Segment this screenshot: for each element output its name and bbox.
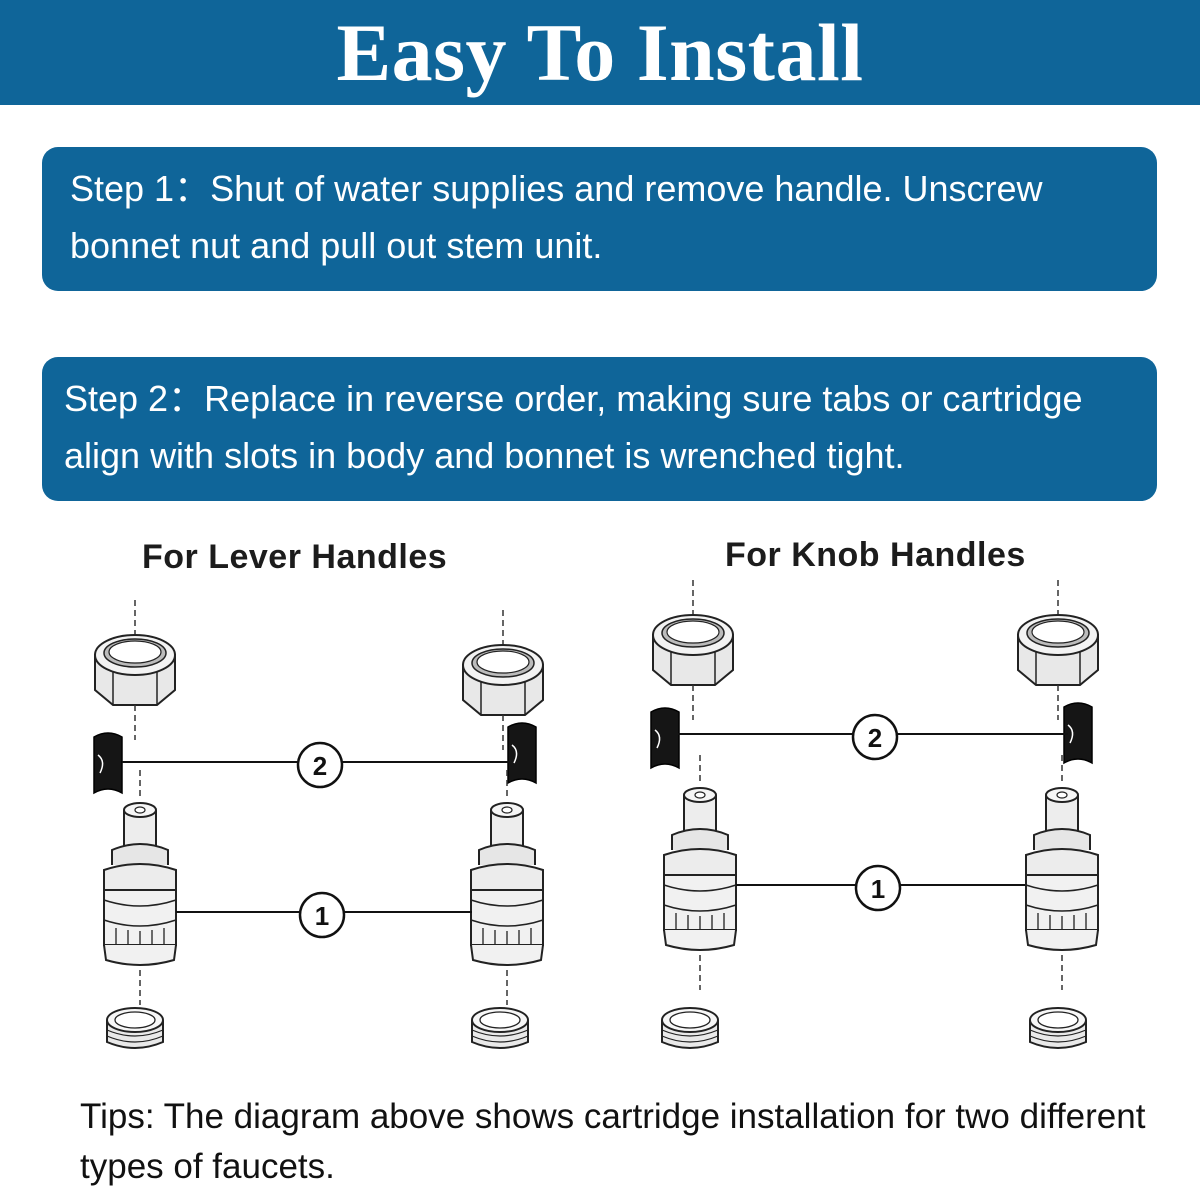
knob-left-cartridge [663,754,737,991]
lever-callout-1-circle [298,891,346,939]
lever-left-bonnet-nut [94,599,176,741]
lever-handles-title: For Lever Handles [142,538,448,576]
tips-text: Tips: The diagram above shows cartridge … [80,1097,1146,1186]
page-title: Easy To Install [336,7,864,98]
knob-right-tab [1063,702,1093,764]
knob-right-ring [1029,1007,1087,1049]
lever-right-tab [507,722,537,784]
knob-callout-2-circle [851,713,899,761]
knob-handles-title: For Knob Handles [725,536,1026,574]
knob-callout-1-circle [854,864,902,912]
lever-left-ring [106,1007,164,1049]
knob-right-cartridge [1025,754,1099,991]
lever-callout-2: 2 [313,751,327,781]
lever-left-tab [93,732,123,794]
knob-callout-2: 2 [868,723,882,753]
knob-right-bonnet-nut [1017,579,1099,721]
step-2-text: Step 2：Replace in reverse order, making … [64,378,1083,476]
knob-left-tab [650,707,680,769]
header-banner: Easy To Install [0,0,1200,105]
knob-left-ring [661,1007,719,1049]
lever-callout-2-circle [296,741,344,789]
lever-callout-1: 1 [315,901,329,931]
knob-left-bonnet-nut [652,579,734,721]
step-1-text: Step 1：Shut of water supplies and remove… [70,168,1043,266]
knob-callout-1: 1 [871,874,885,904]
lever-left-cartridge [103,769,177,1006]
step-1-box: Step 1：Shut of water supplies and remove… [42,147,1157,291]
step-2-box: Step 2：Replace in reverse order, making … [42,357,1157,501]
lever-right-cartridge [470,769,544,1006]
lever-right-ring [471,1007,529,1049]
